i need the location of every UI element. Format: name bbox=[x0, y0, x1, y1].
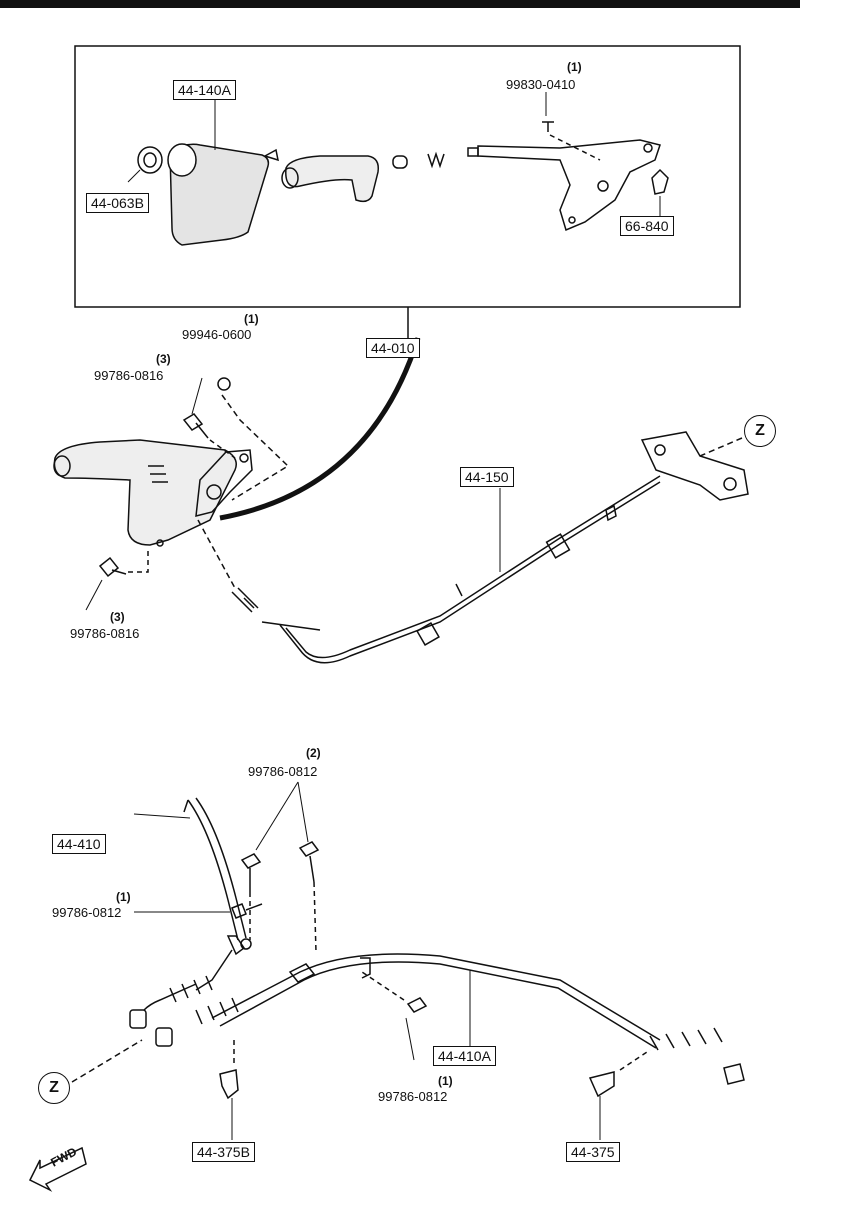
qty-99946-0600: (1) bbox=[244, 312, 259, 326]
fwd-arrow-icon bbox=[28, 1146, 87, 1192]
qty-99786-0816-bottom: (3) bbox=[110, 610, 125, 624]
cable-44-410 bbox=[129, 797, 252, 1029]
part-44-410: 44-410 bbox=[52, 834, 106, 854]
button-pin bbox=[392, 147, 479, 169]
part-66-840: 66-840 bbox=[620, 216, 674, 236]
handle-grip bbox=[281, 155, 380, 203]
code-99946-0600: 99946-0600 bbox=[182, 327, 252, 342]
brake-lever-assembly bbox=[53, 439, 253, 547]
bolt-99786-left bbox=[134, 903, 263, 919]
qty-99786-0812-mid: (1) bbox=[438, 1074, 453, 1088]
rear-cable-44-410A bbox=[155, 953, 745, 1085]
bolt-99786-bottom bbox=[85, 548, 149, 611]
boot-wire bbox=[219, 337, 421, 521]
part-44-140A: 44-140A bbox=[173, 80, 236, 100]
callout-z-bottom: Z bbox=[38, 1072, 70, 1104]
boot-44-140A bbox=[167, 143, 279, 246]
front-cable-44-150 bbox=[197, 431, 749, 664]
code-99830-0410: 99830-0410 bbox=[506, 77, 576, 92]
inset-leaders bbox=[127, 92, 661, 216]
part-44-063B: 44-063B bbox=[86, 193, 149, 213]
qty-99786-0816-top: (3) bbox=[156, 352, 171, 366]
code-99786-0812-pair: 99786-0812 bbox=[248, 764, 318, 779]
spring-clip-66-840 bbox=[651, 168, 669, 195]
z-link-bottom bbox=[71, 1039, 143, 1083]
qty-99786-0812-left: (1) bbox=[116, 890, 131, 904]
bolt-99786-top bbox=[182, 377, 236, 459]
top-rule bbox=[0, 0, 800, 8]
callout-z-top: Z bbox=[744, 415, 776, 447]
code-99786-0812-mid: 99786-0812 bbox=[378, 1089, 448, 1104]
bolt-99946 bbox=[217, 377, 290, 501]
part-44-150: 44-150 bbox=[460, 467, 514, 487]
part-44-410A: 44-410A bbox=[433, 1046, 496, 1066]
part-44-375: 44-375 bbox=[566, 1142, 620, 1162]
part-44-375B: 44-375B bbox=[192, 1142, 255, 1162]
lever-arm bbox=[477, 121, 661, 232]
clips bbox=[219, 1040, 651, 1140]
qty-99786-0812-pair: (2) bbox=[306, 746, 321, 760]
code-99786-0816-bottom: 99786-0816 bbox=[70, 626, 140, 641]
qty-99830-0410: (1) bbox=[567, 60, 582, 74]
grommet-44-063B bbox=[137, 146, 163, 174]
bolt-99786-mid bbox=[361, 971, 428, 1061]
code-99786-0816-top: 99786-0816 bbox=[94, 368, 164, 383]
bolts-99786-pair bbox=[240, 781, 320, 953]
part-44-010: 44-010 bbox=[366, 338, 420, 358]
code-99786-0812-left: 99786-0812 bbox=[52, 905, 122, 920]
